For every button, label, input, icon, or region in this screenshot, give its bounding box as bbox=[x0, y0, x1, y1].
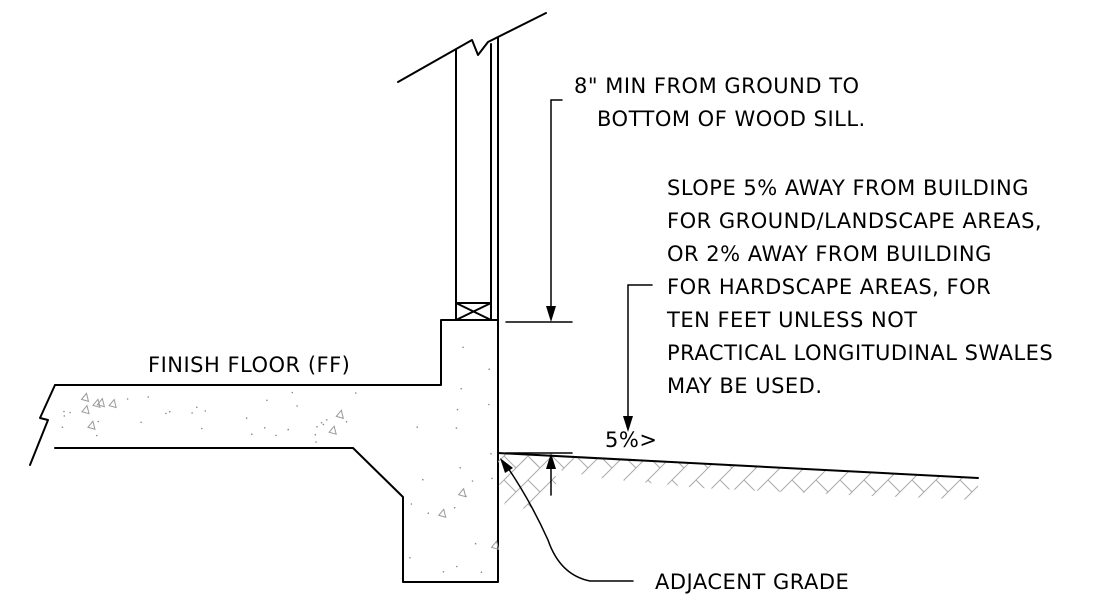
wood-sill-plate bbox=[455, 302, 492, 321]
wood-wall bbox=[397, 12, 547, 321]
concrete-foundation bbox=[54, 319, 500, 583]
soil-hatch bbox=[498, 453, 978, 500]
slope-note-line-4: FOR HARDSCAPE AREAS, FOR bbox=[667, 275, 991, 299]
grade-arrow-head bbox=[546, 453, 556, 469]
concrete-outline bbox=[54, 319, 499, 583]
sill-note-line-2: BOTTOM OF WOOD SILL. bbox=[597, 107, 866, 131]
slope-note-line-7: MAY BE USED. bbox=[667, 374, 823, 398]
adjacent-grade-label: ADJACENT GRADE bbox=[655, 570, 849, 594]
slab-break-line bbox=[29, 384, 56, 466]
slope-percent-label: 5%> bbox=[605, 428, 657, 452]
adjacent-grade-leader bbox=[505, 464, 634, 582]
slope-note: SLOPE 5% AWAY FROM BUILDING FOR GROUND/L… bbox=[666, 176, 1053, 398]
sill-arrow-head bbox=[546, 306, 556, 322]
concrete-aggregate bbox=[61, 346, 500, 573]
finish-floor-label: FINISH FLOOR (FF) bbox=[148, 353, 350, 377]
slope-note-line-2: FOR GROUND/LANDSCAPE AREAS, bbox=[667, 209, 1042, 233]
sill-note-line-1: 8" MIN FROM GROUND TO bbox=[574, 74, 860, 98]
slope-note-line-1: SLOPE 5% AWAY FROM BUILDING bbox=[667, 176, 1029, 200]
grade-line bbox=[497, 452, 979, 479]
soil-hatch-lower bbox=[498, 453, 560, 510]
wall-break-line bbox=[397, 12, 547, 83]
slope-leader bbox=[623, 284, 653, 432]
slope-note-line-6: PRACTICAL LONGITUDINAL SWALES bbox=[667, 341, 1053, 365]
slope-note-line-3: OR 2% AWAY FROM BUILDING bbox=[667, 242, 992, 266]
ground bbox=[497, 452, 979, 510]
adjacent-grade-arrow-head bbox=[500, 458, 513, 473]
sill-clearance-dimension bbox=[505, 99, 573, 496]
slope-note-line-5: TEN FEET UNLESS NOT bbox=[666, 308, 918, 332]
